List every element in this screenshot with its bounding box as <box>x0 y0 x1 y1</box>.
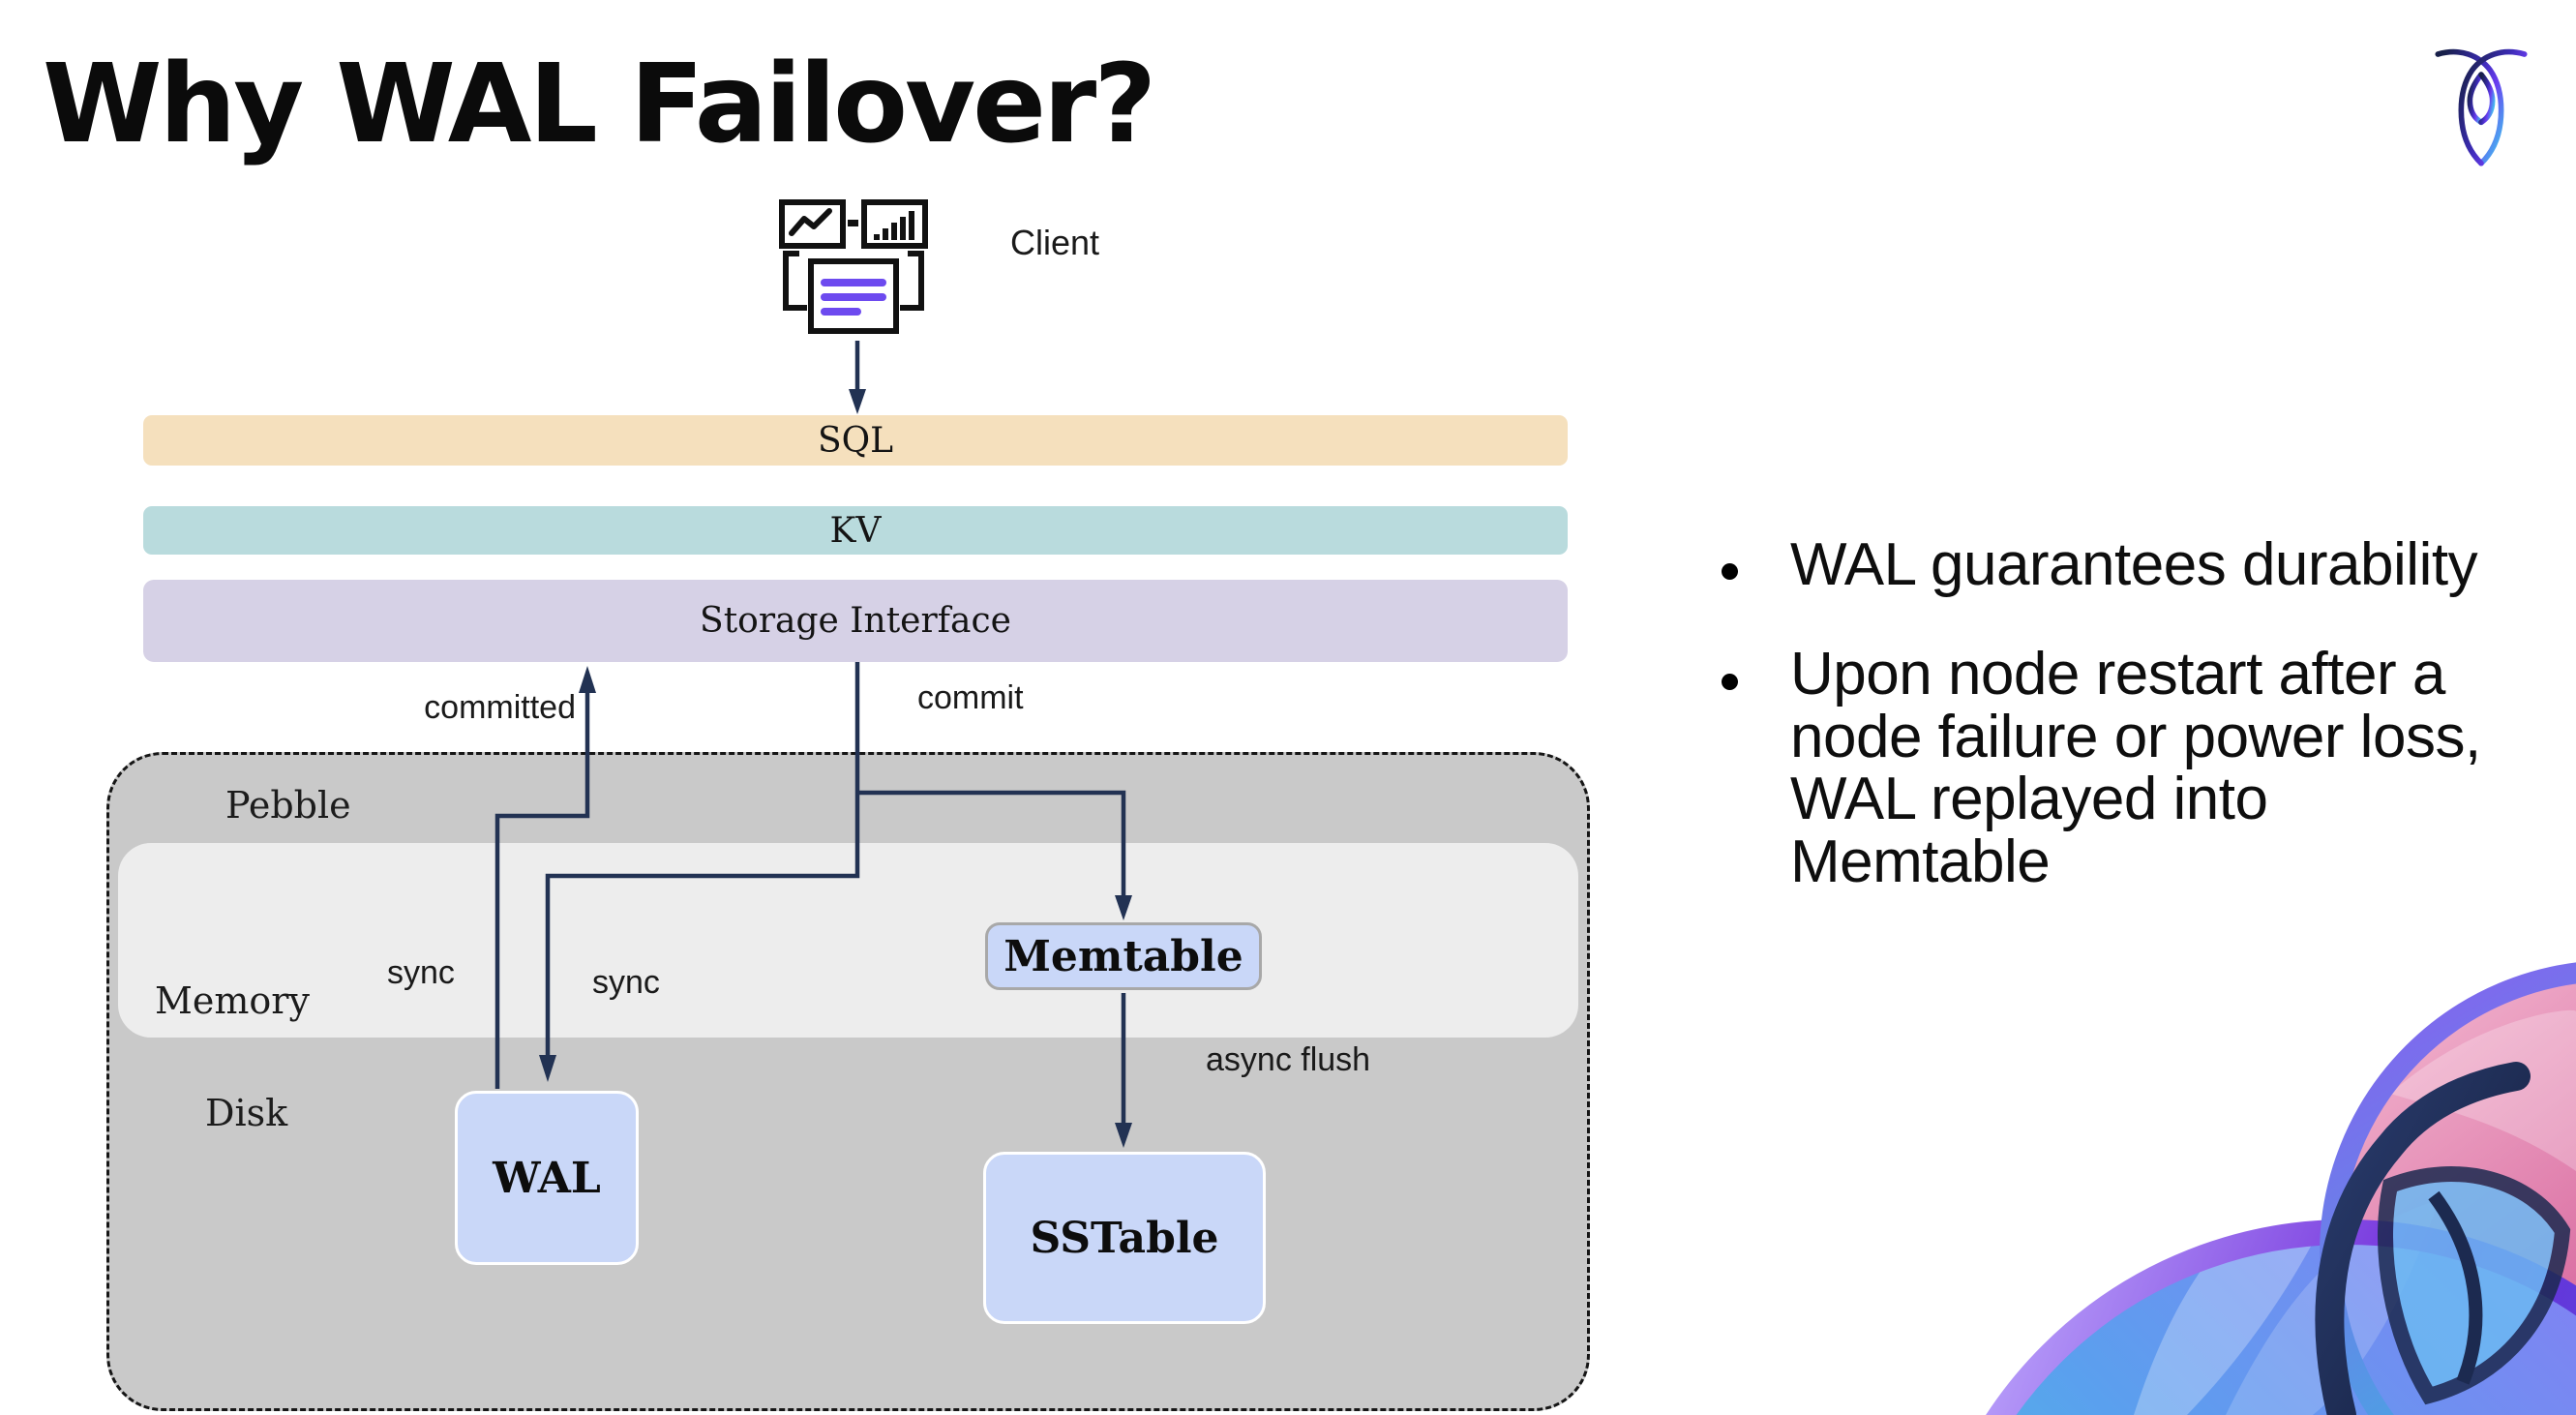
cockroachdb-logo-icon <box>2435 48 2528 166</box>
sql-layer-label: SQL <box>817 420 894 461</box>
bullet-text: Upon node restart after a node failure o… <box>1790 641 2481 895</box>
document-text-lines <box>821 279 886 316</box>
sql-layer-bar: SQL <box>143 415 1568 466</box>
brand-decoration-graphic <box>1986 962 2576 1415</box>
memtable-label: Memtable <box>1003 931 1243 981</box>
sstable-label: SSTable <box>1030 1213 1219 1263</box>
storage-interface-layer-bar: Storage Interface <box>143 580 1568 662</box>
bullet-text: WAL guarantees durability <box>1790 531 2478 598</box>
memtable-node: Memtable <box>985 922 1262 990</box>
kv-layer-bar: KV <box>143 506 1568 555</box>
disk-zone-label: Disk <box>205 1092 288 1134</box>
committed-arrowhead <box>579 666 596 693</box>
navy-body-curve <box>2315 1062 2531 1415</box>
leaf-vein-curve <box>2428 1190 2483 1385</box>
bullet-item: WAL guarantees durability <box>1722 531 2534 598</box>
commit-edge-label: commit <box>917 679 1024 716</box>
client-to-sql-arrowhead <box>849 389 866 414</box>
client-label: Client <box>1010 223 1100 262</box>
client-monitors-icon <box>779 199 928 334</box>
bullet-dot-icon <box>1722 563 1738 580</box>
async-flush-edge-label: async flush <box>1206 1041 1371 1078</box>
dash-connector <box>848 220 858 226</box>
memory-zone-label: Memory <box>155 979 310 1022</box>
bullet-dot-icon <box>1722 674 1738 690</box>
bullet-item: Upon node restart after a node failure o… <box>1722 641 2534 895</box>
storage-interface-layer-label: Storage Interface <box>700 601 1011 641</box>
sync-edge-label-left: sync <box>387 954 455 991</box>
wal-label: WAL <box>493 1153 601 1203</box>
pebble-label: Pebble <box>225 784 351 827</box>
sync-edge-label-right: sync <box>592 964 660 1001</box>
page-title: Why WAL Failover? <box>43 42 1156 167</box>
wal-node: WAL <box>455 1091 639 1265</box>
memory-zone-band <box>118 843 1578 1038</box>
sstable-node: SSTable <box>983 1152 1266 1324</box>
committed-edge-label: committed <box>424 689 576 726</box>
kv-layer-label: KV <box>829 510 882 551</box>
